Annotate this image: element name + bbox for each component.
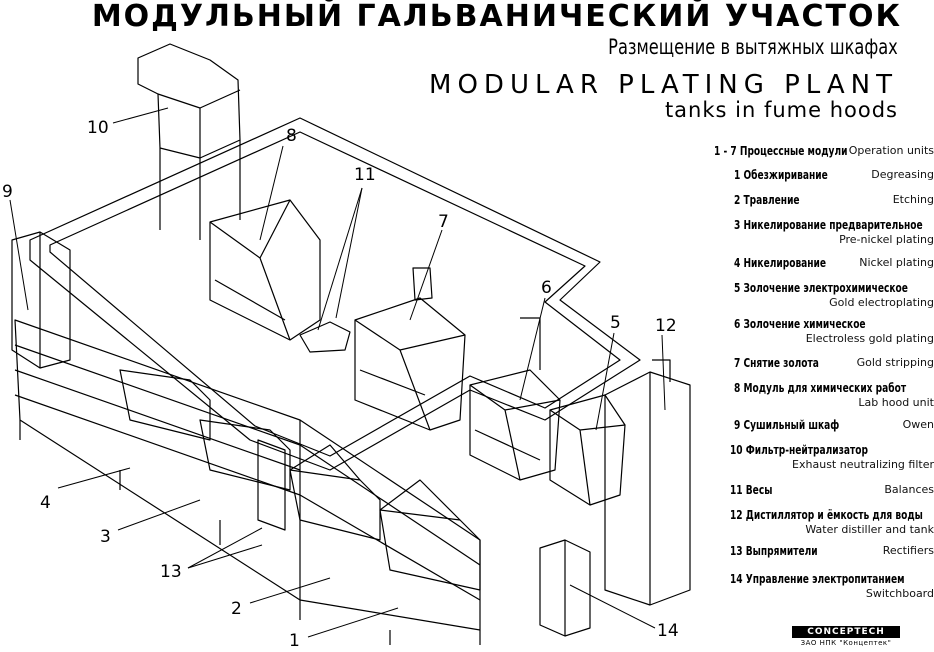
duct-ring-inner	[49, 131, 621, 457]
callout-3: 3	[100, 527, 111, 547]
company-name: ЗАО НПК "Концептек"	[800, 639, 892, 647]
callout-8: 8	[286, 126, 297, 146]
electroless-gold-hood	[469, 369, 561, 481]
legend-item: 7 Снятие золота Gold stripping	[734, 356, 934, 370]
callout-13: 13	[160, 562, 182, 582]
legend-item: 11 Весы Balances	[730, 483, 934, 497]
callout-12: 12	[655, 316, 677, 336]
left-bench-frame	[14, 319, 301, 601]
legend-item: 3 Никелирование предварительное Pre-nick…	[734, 218, 934, 246]
legend-item: 12 Дистиллятор и ёмкость для воды Water …	[730, 508, 934, 536]
callout-1: 1	[289, 631, 300, 651]
callout-14: 14	[657, 621, 679, 641]
rectifiers	[257, 439, 286, 531]
front-hood-2	[289, 469, 381, 541]
title-en: MODULAR PLATING PLANT	[429, 70, 898, 100]
company-logo: CONCEPTECH	[792, 626, 900, 638]
legend-item: 5 Золочение электрохимическое Gold elect…	[734, 281, 934, 309]
balances	[299, 321, 351, 353]
duct-ring-outer	[29, 117, 641, 471]
callout-2: 2	[231, 599, 242, 619]
legend-item: 8 Модуль для химических работ Lab hood u…	[734, 381, 934, 409]
callout-5: 5	[610, 313, 621, 333]
legend-item: 6 Золочение химическое Electroless gold …	[734, 317, 934, 345]
legend-item: 2 Травление Etching	[734, 193, 934, 207]
legend-item: 10 Фильтр-нейтрализатор Exhaust neutrali…	[730, 443, 934, 471]
front-hood-1	[379, 509, 481, 591]
legend-item: 14 Управление электропитанием Switchboar…	[730, 572, 934, 600]
front-hood-4	[119, 369, 211, 441]
legend-item: 13 Выпрямители Rectifiers	[730, 544, 934, 558]
callout-6: 6	[541, 278, 552, 298]
title-ru: МОДУЛЬНЫЙ ГАЛЬВАНИЧЕСКИЙ УЧАСТОК	[91, 0, 902, 34]
callout-7: 7	[438, 212, 449, 232]
legend-item: 1 Обезжиривание Degreasing	[734, 168, 934, 182]
front-hood-3	[199, 419, 291, 491]
legend-item: 9 Сушильный шкаф Owen	[734, 418, 934, 432]
water-distiller	[604, 371, 691, 606]
subtitle-en: tanks in fume hoods	[664, 98, 898, 122]
legend-item: 4 Никелирование Nickel plating	[734, 256, 934, 270]
callout-9: 9	[2, 182, 13, 202]
callout-10: 10	[87, 118, 109, 138]
callout-11: 11	[354, 165, 376, 185]
gold-stripping-hood	[354, 297, 466, 431]
legend-item: 1 - 7 Процессные модули Operation units	[714, 144, 934, 158]
subtitle-ru: Размещение в вытяжных шкафах	[608, 35, 898, 59]
exhaust-neutralizing-filter	[137, 43, 241, 159]
callout-4: 4	[40, 493, 51, 513]
